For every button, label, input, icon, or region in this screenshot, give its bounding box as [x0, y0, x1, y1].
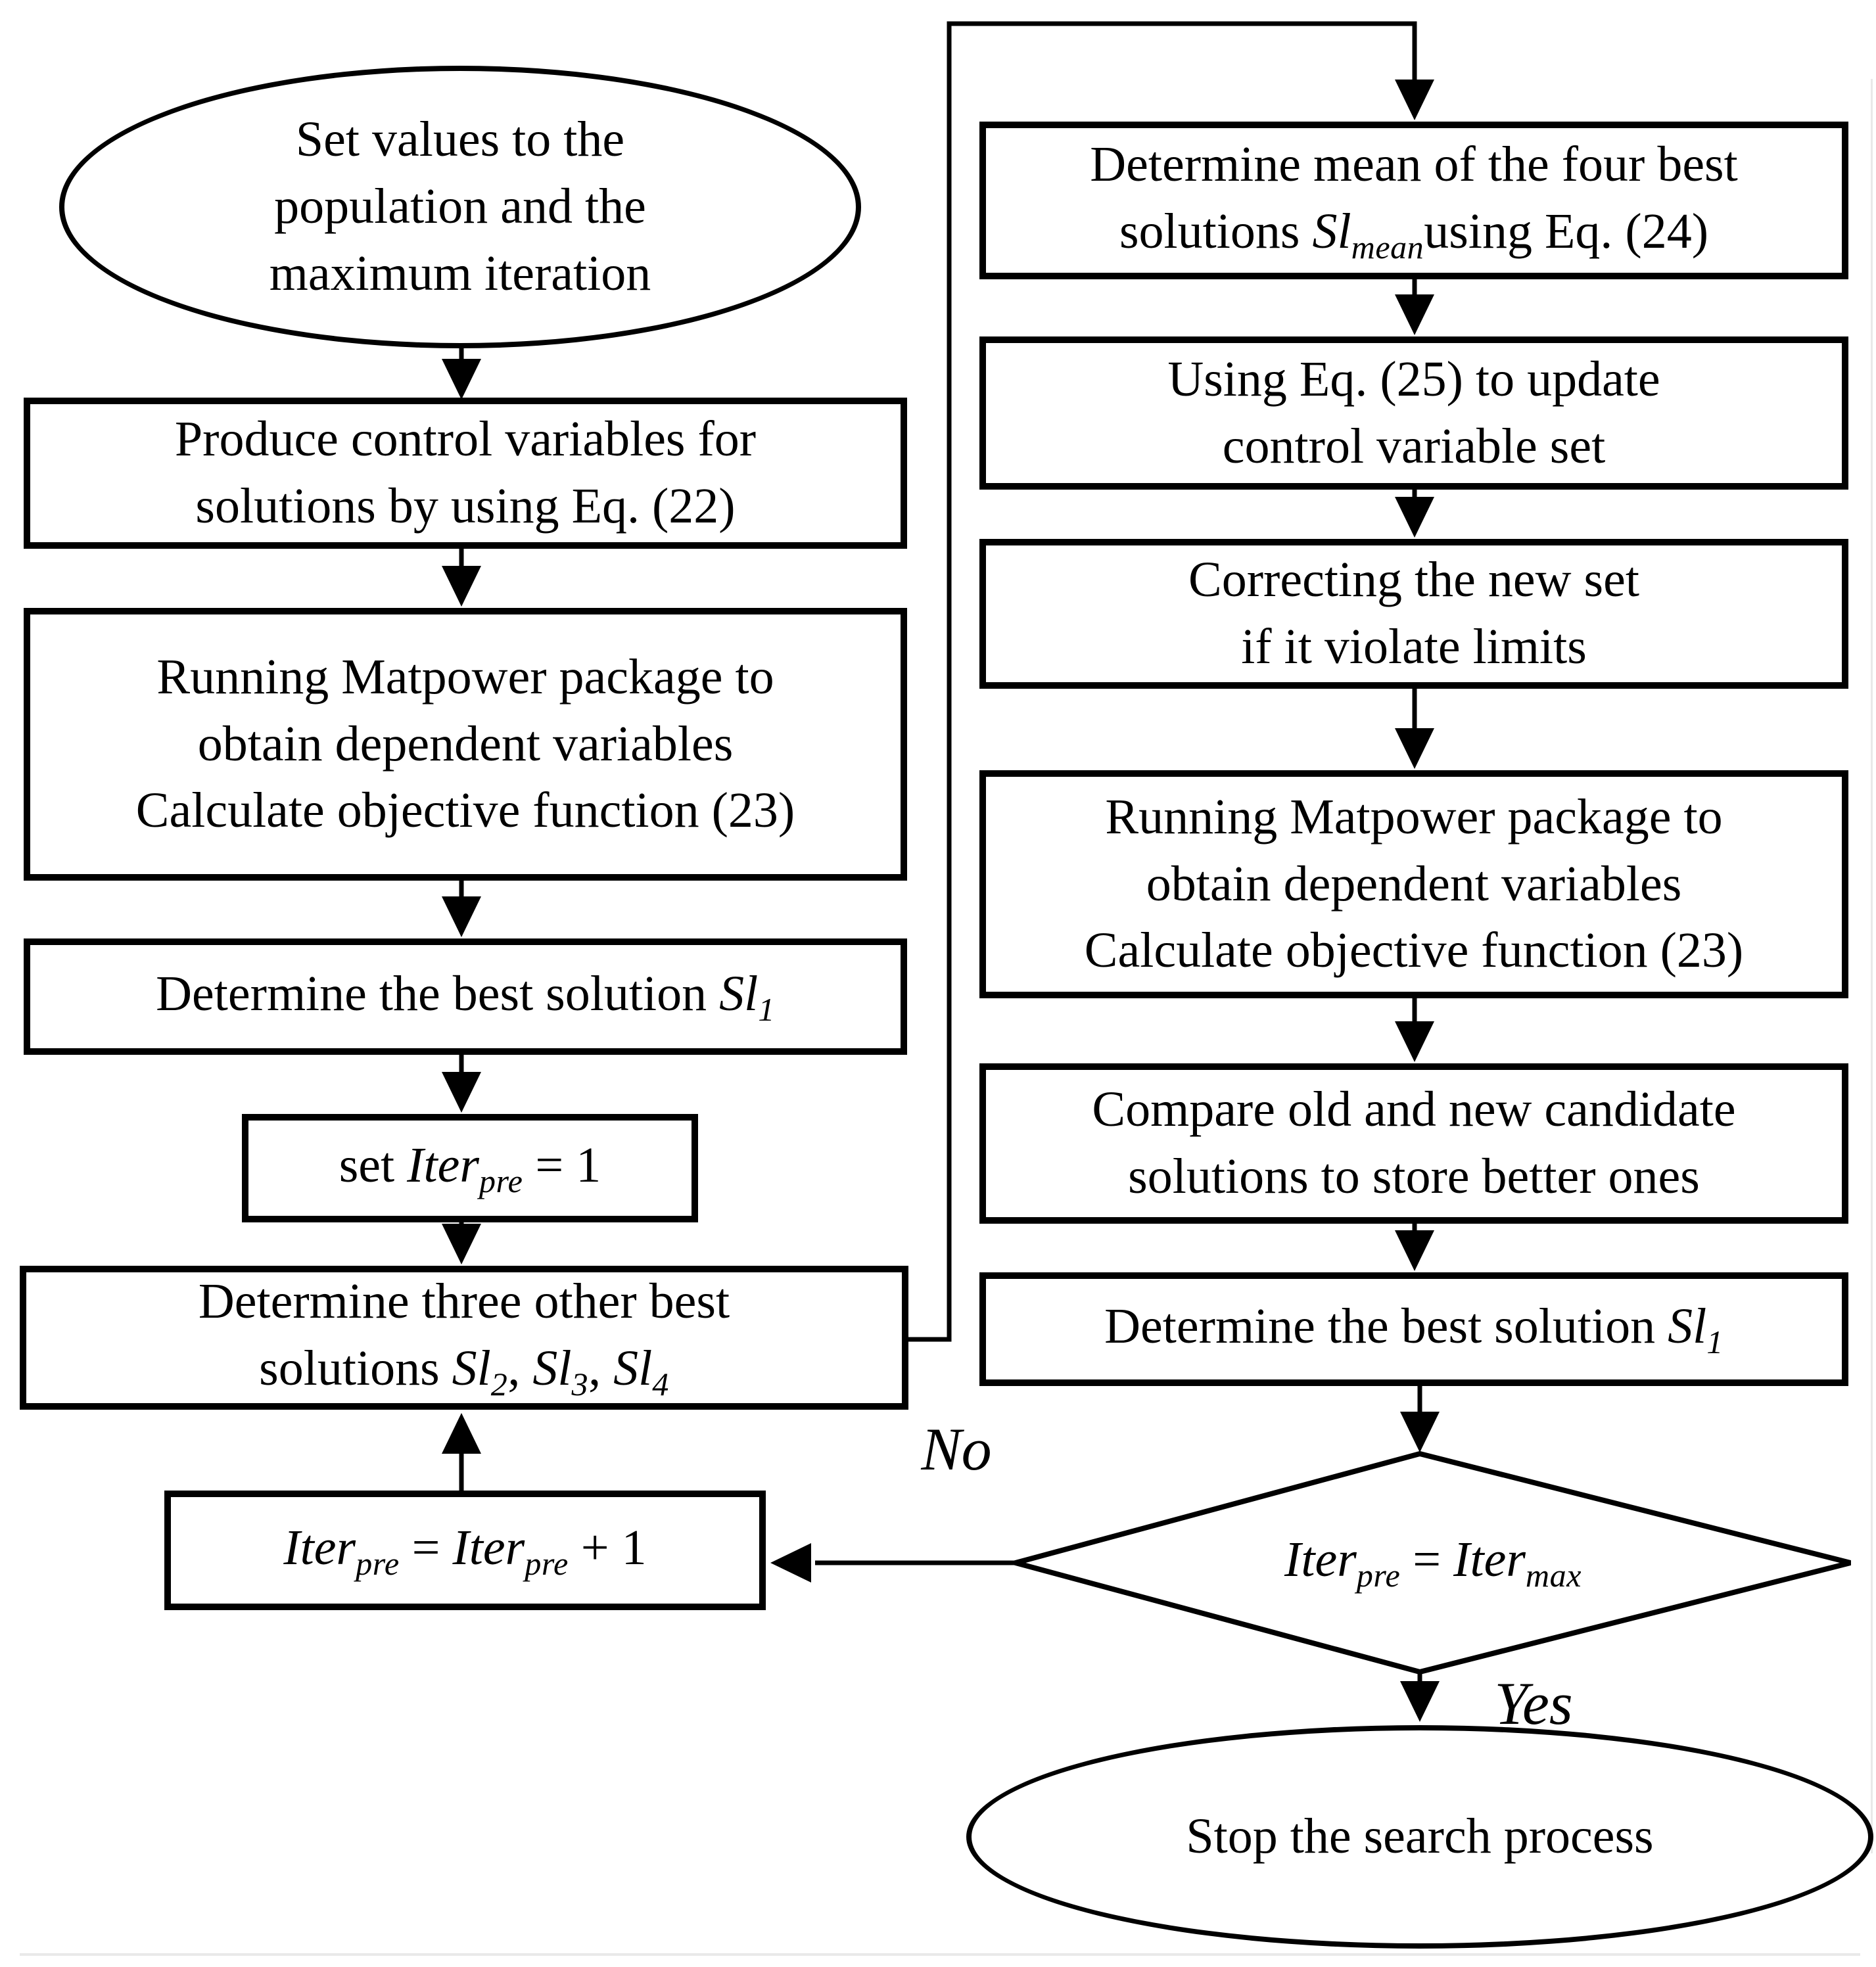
- start-line: Set values to the: [295, 112, 625, 168]
- best-new-sub: 1: [1706, 1324, 1724, 1361]
- best-initial-box: Determine the best solution Sl1: [24, 938, 907, 1055]
- no-label: No: [921, 1416, 992, 1483]
- start-terminator: Set values to the population and the max…: [59, 66, 861, 348]
- correct-line: Correcting the new set: [1188, 552, 1639, 608]
- run-initial-box: Running Matpower package to obtain depen…: [24, 608, 907, 881]
- decision-diamond: Iterpre = Itermax: [1016, 1454, 1850, 1672]
- arrow-run-to-best: [442, 879, 481, 937]
- three-best-var: Sl: [613, 1341, 653, 1397]
- arrow-start-to-produce: [442, 348, 481, 400]
- decision-var: Iter: [1453, 1531, 1526, 1587]
- iter-increment-text: =: [399, 1519, 453, 1575]
- iter-increment-box: Iterpre = Iterpre + 1: [164, 1491, 766, 1610]
- mean-line: Determine mean of the four best: [1090, 136, 1738, 192]
- run-new-box: Running Matpower package to obtain depen…: [979, 770, 1848, 998]
- three-best-text: solutions: [259, 1341, 452, 1397]
- arrow-best-to-setiter: [442, 1053, 481, 1113]
- correct-box: Correcting the new set if it violate lim…: [979, 539, 1848, 689]
- run-initial-line: Running Matpower package to: [156, 649, 774, 705]
- arrow-setiter-to-threebest: [442, 1221, 481, 1264]
- run-new-line: Running Matpower package to: [1105, 789, 1723, 845]
- arrow-runnew-to-compare: [1395, 998, 1434, 1062]
- arrow-bestnew-to-decision: [1400, 1386, 1440, 1452]
- decision-var: Iter: [1284, 1531, 1357, 1587]
- iter-increment-text: + 1: [568, 1519, 647, 1575]
- iter-increment-var: Iter: [283, 1519, 356, 1575]
- run-new-line: obtain dependent variables: [1146, 856, 1682, 912]
- produce-line: solutions by using Eq. (22): [195, 478, 736, 534]
- yes-label: Yes: [1494, 1670, 1573, 1737]
- iter-increment-var: Iter: [452, 1519, 525, 1575]
- correct-line: if it violate limits: [1241, 619, 1587, 674]
- best-new-var: Sl: [1668, 1299, 1707, 1354]
- run-initial-line: obtain dependent variables: [197, 716, 734, 772]
- connector-threebest-to-mean: [907, 21, 1434, 1342]
- iter-increment-sub: pre: [525, 1544, 569, 1582]
- update-line: Using Eq. (25) to update: [1167, 351, 1660, 407]
- set-iter-sub: pre: [479, 1163, 523, 1200]
- best-initial-text: Determine the best solution: [156, 966, 720, 1022]
- produce-line: Produce control variables for: [174, 411, 757, 467]
- decision-text: =: [1400, 1531, 1454, 1587]
- mean-var: Sl: [1312, 203, 1351, 259]
- decision-sub: pre: [1356, 1557, 1401, 1594]
- three-best-text: ,: [507, 1341, 533, 1397]
- decision-sub: max: [1525, 1557, 1582, 1594]
- run-new-line: Calculate objective function (23): [1084, 923, 1744, 979]
- stop-line: Stop the search process: [1186, 1809, 1654, 1864]
- run-initial-line: Calculate objective function (23): [135, 783, 795, 839]
- best-new-text: Determine the best solution: [1104, 1299, 1668, 1354]
- compare-box: Compare old and new candidate solutions …: [979, 1063, 1848, 1224]
- update-line: control variable set: [1222, 418, 1606, 474]
- arrow-decision-no: [770, 1543, 1016, 1583]
- arrow-update-to-correct: [1395, 490, 1434, 538]
- three-best-sub: 3: [571, 1366, 589, 1403]
- set-iter-text: = 1: [523, 1138, 601, 1193]
- three-best-var: Sl: [532, 1341, 572, 1397]
- set-iter-var: Iter: [407, 1138, 479, 1193]
- start-line: population and the: [274, 179, 646, 235]
- three-best-sub: 4: [652, 1366, 669, 1403]
- start-line: maximum iteration: [269, 245, 651, 301]
- arrow-produce-to-run: [442, 547, 481, 607]
- arrow-mean-to-update: [1395, 279, 1434, 335]
- mean-box: Determine mean of the four best solution…: [979, 122, 1848, 279]
- arrow-correct-to-runnew: [1395, 689, 1434, 769]
- three-best-sub: 2: [490, 1366, 508, 1403]
- arrow-compare-to-bestnew: [1395, 1224, 1434, 1271]
- three-best-box: Determine three other best solutions Sl2…: [20, 1266, 908, 1410]
- best-new-box: Determine the best solution Sl1: [979, 1272, 1848, 1386]
- compare-line: solutions to store better ones: [1128, 1149, 1700, 1204]
- three-best-line: Determine three other best: [198, 1274, 730, 1330]
- set-iter-box: set Iterpre = 1: [242, 1114, 698, 1222]
- figure-bottom-edge: [20, 1953, 1860, 1956]
- three-best-text: ,: [588, 1341, 614, 1397]
- mean-text: using Eq. (24): [1424, 203, 1708, 259]
- update-box: Using Eq. (25) to update control variabl…: [979, 336, 1848, 490]
- best-initial-var: Sl: [719, 966, 759, 1022]
- arrow-increment-to-threebest: [442, 1413, 481, 1492]
- arrow-decision-yes: [1400, 1672, 1440, 1722]
- produce-box: Produce control variables for solutions …: [24, 398, 907, 549]
- three-best-var: Sl: [452, 1341, 491, 1397]
- iter-increment-sub: pre: [356, 1544, 400, 1582]
- set-iter-text: set: [339, 1138, 408, 1193]
- stop-terminator: Stop the search process: [966, 1725, 1873, 1949]
- best-initial-sub: 1: [758, 991, 775, 1029]
- mean-text: solutions: [1119, 203, 1313, 259]
- figure-right-edge: [1871, 79, 1873, 1853]
- compare-line: Compare old and new candidate: [1092, 1082, 1736, 1138]
- mean-sub: mean: [1351, 228, 1424, 266]
